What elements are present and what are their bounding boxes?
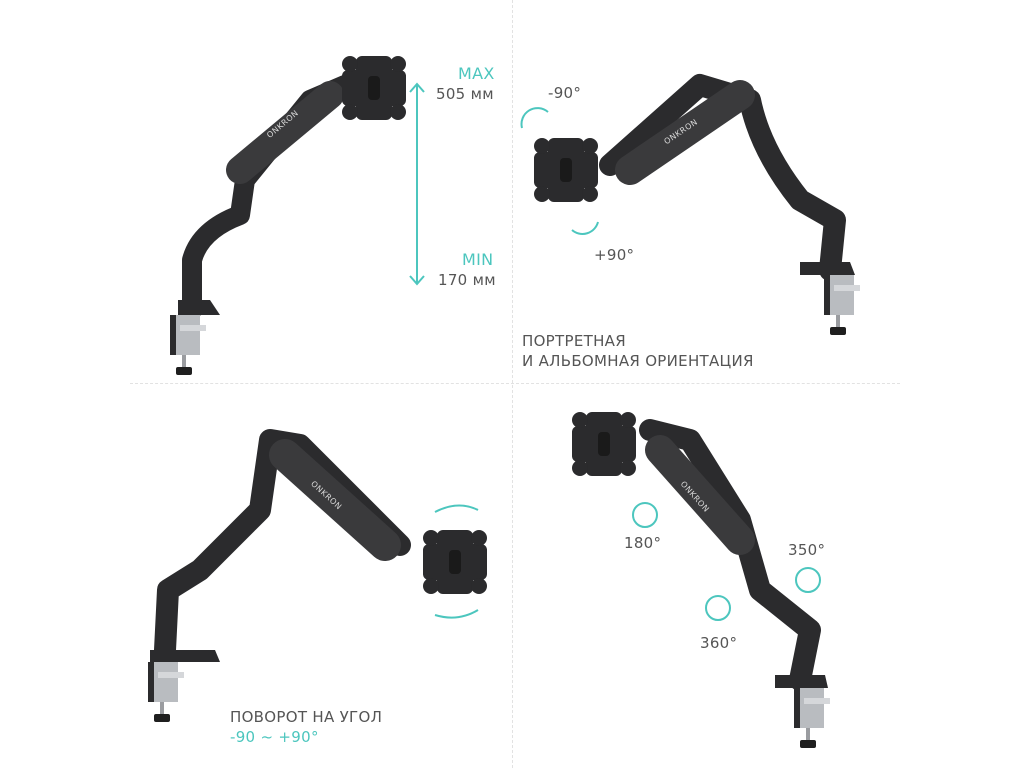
angle-360-label: 360° — [700, 634, 738, 652]
tilt-caption-line2: -90 ~ +90° — [230, 728, 319, 746]
rotate-ccw-icon — [520, 107, 549, 129]
rotate-360-icon — [705, 595, 731, 621]
minus-90-label: -90° — [548, 84, 582, 102]
rotate-cw-icon — [571, 221, 599, 235]
angle-180-label: 180° — [624, 534, 662, 552]
vertical-divider — [512, 0, 513, 768]
arm-swivel-illustration — [148, 429, 487, 722]
arm-rotation-illustration — [572, 412, 830, 748]
plus-90-label: +90° — [594, 246, 635, 264]
arm-height-illustration — [170, 56, 406, 375]
angle-350-label: 350° — [788, 541, 826, 559]
orientation-caption-line2: И АЛЬБОМНАЯ ОРИЕНТАЦИЯ — [522, 352, 754, 370]
rotate-350-icon — [795, 567, 821, 593]
max-label: MAX — [458, 64, 495, 83]
arm-orientation-illustration — [520, 74, 860, 335]
tilt-caption-line1: ПОВОРОТ НА УГОЛ — [230, 708, 383, 726]
horizontal-divider — [130, 383, 900, 384]
swivel-arrow-bottom — [434, 609, 479, 619]
max-value: 505 мм — [436, 85, 494, 103]
orientation-caption-line1: ПОРТРЕТНАЯ — [522, 332, 626, 350]
rotate-180-icon — [632, 502, 658, 528]
swivel-arrow-top — [434, 504, 479, 513]
min-label: MIN — [462, 250, 494, 269]
height-arrow — [409, 82, 425, 286]
min-value: 170 мм — [438, 271, 496, 289]
